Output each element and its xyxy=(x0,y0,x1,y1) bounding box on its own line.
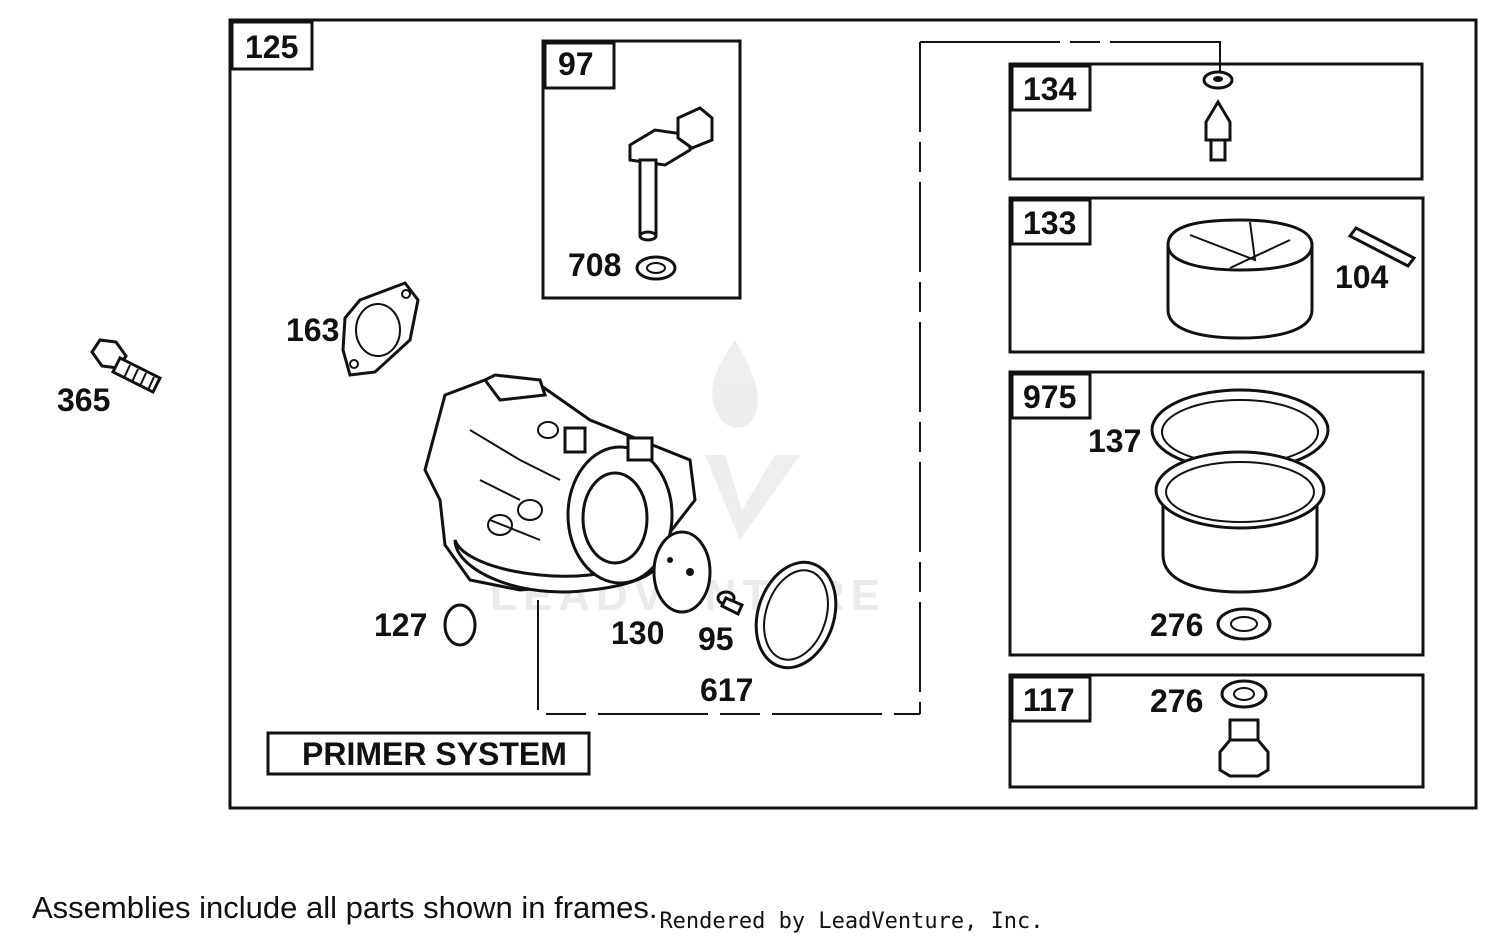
o-ring-part xyxy=(754,560,838,670)
hinge-pin-label: 104 xyxy=(1335,259,1389,295)
float-assembly-label: 133 xyxy=(1023,205,1076,241)
bowl-assembly-frame: 975 137 276 xyxy=(1008,370,1425,657)
float-part xyxy=(1166,218,1314,340)
bowl-nut-assembly-frame: 117 276 xyxy=(1008,673,1425,789)
primer-bulb-label: 708 xyxy=(568,247,621,283)
primer-system-box: PRIMER SYSTEM xyxy=(266,731,591,776)
primer-assembly-frame: 97 708 xyxy=(541,39,742,300)
primer-assembly-label: 97 xyxy=(558,46,594,82)
float-assembly-frame: 133 104 xyxy=(1008,196,1425,354)
nut-washer-label: 276 xyxy=(1150,683,1203,719)
footer-credit: Rendered by LeadVenture, Inc. xyxy=(659,909,1044,934)
screw-part xyxy=(716,590,744,617)
bowl-washer-part xyxy=(1216,607,1272,641)
hinge-pin-part xyxy=(1347,226,1417,268)
bowl-nut-part xyxy=(1218,718,1270,778)
primer-system-label: PRIMER SYSTEM xyxy=(302,736,567,772)
throttle-plate-label: 130 xyxy=(611,615,664,651)
throttle-plate-part xyxy=(652,530,712,614)
connector-lines xyxy=(537,41,1221,715)
bowl-gasket-label: 137 xyxy=(1088,423,1141,459)
needle-assembly-label: 134 xyxy=(1023,71,1077,107)
welch-plug-label: 127 xyxy=(374,607,427,643)
gasket-part xyxy=(341,281,420,377)
main-assembly-frame: 125 xyxy=(228,18,1478,810)
o-ring-label: 617 xyxy=(700,672,753,708)
primer-lever-part xyxy=(628,106,714,242)
gasket-label: 163 xyxy=(286,312,339,348)
bowl-gasket-part xyxy=(1150,388,1330,472)
bowl-assembly-label: 975 xyxy=(1023,379,1076,415)
bowl-washer-label: 276 xyxy=(1150,607,1203,643)
footer: Assemblies include all parts shown in fr… xyxy=(32,890,1044,934)
carburetor-body-part xyxy=(423,373,697,594)
bowl-nut-assembly-label: 117 xyxy=(1023,682,1075,718)
primer-bulb-part xyxy=(635,255,677,281)
bolt-part xyxy=(90,338,163,395)
bolt-label: 365 xyxy=(57,382,110,418)
screw-label: 95 xyxy=(698,621,734,657)
footer-note: Assemblies include all parts shown in fr… xyxy=(32,890,658,925)
welch-plug-part xyxy=(443,603,477,647)
fuel-bowl-part xyxy=(1154,450,1326,594)
nut-washer-part xyxy=(1220,679,1268,709)
float-needle-part xyxy=(1202,70,1234,162)
needle-assembly-frame: 134 xyxy=(1008,62,1424,181)
main-assembly-label: 125 xyxy=(245,29,298,65)
